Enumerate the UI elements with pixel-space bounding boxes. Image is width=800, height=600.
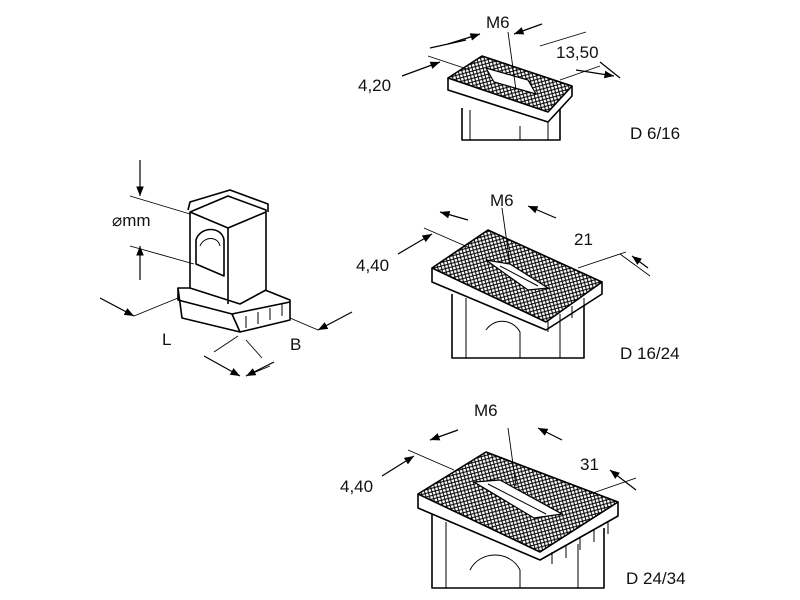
variant-d16-24-drawing (431, 229, 603, 359)
variant-d6-16-thread: M6 (486, 13, 510, 32)
variant-d16-24-dimensions (397, 205, 651, 277)
variant-d24-34-dim-small: 4,40 (340, 477, 373, 496)
variant-d24-34-designation: D 24/34 (626, 569, 686, 588)
variant-d24-34-drawing (417, 451, 619, 589)
variant-d16-24-thread: M6 (490, 191, 514, 210)
variant-d24-34-dimensions (381, 427, 637, 495)
variant-d16-24-designation: D 16/24 (620, 344, 680, 363)
variant-d6-16-dimensions (401, 23, 621, 91)
overview-clip (177, 189, 291, 333)
overview-dimensions (99, 160, 353, 377)
overview-diameter-label: ⌀mm (112, 211, 151, 230)
variant-d24-34-dim-large: 31 (580, 455, 599, 474)
variant-d6-16-dim-large: 13,50 (556, 43, 599, 62)
variant-d6-16-dim-small: 4,20 (358, 76, 391, 95)
variant-d6-16-drawing (447, 55, 573, 141)
variant-d16-24-dim-small: 4,40 (356, 256, 389, 275)
overview-l-label: L (162, 330, 171, 349)
variant-d16-24-dim-large: 21 (574, 230, 593, 249)
variant-d24-34-thread: M6 (474, 401, 498, 420)
variant-d6-16-designation: D 6/16 (630, 124, 680, 143)
overview-b-label: B (290, 335, 301, 354)
